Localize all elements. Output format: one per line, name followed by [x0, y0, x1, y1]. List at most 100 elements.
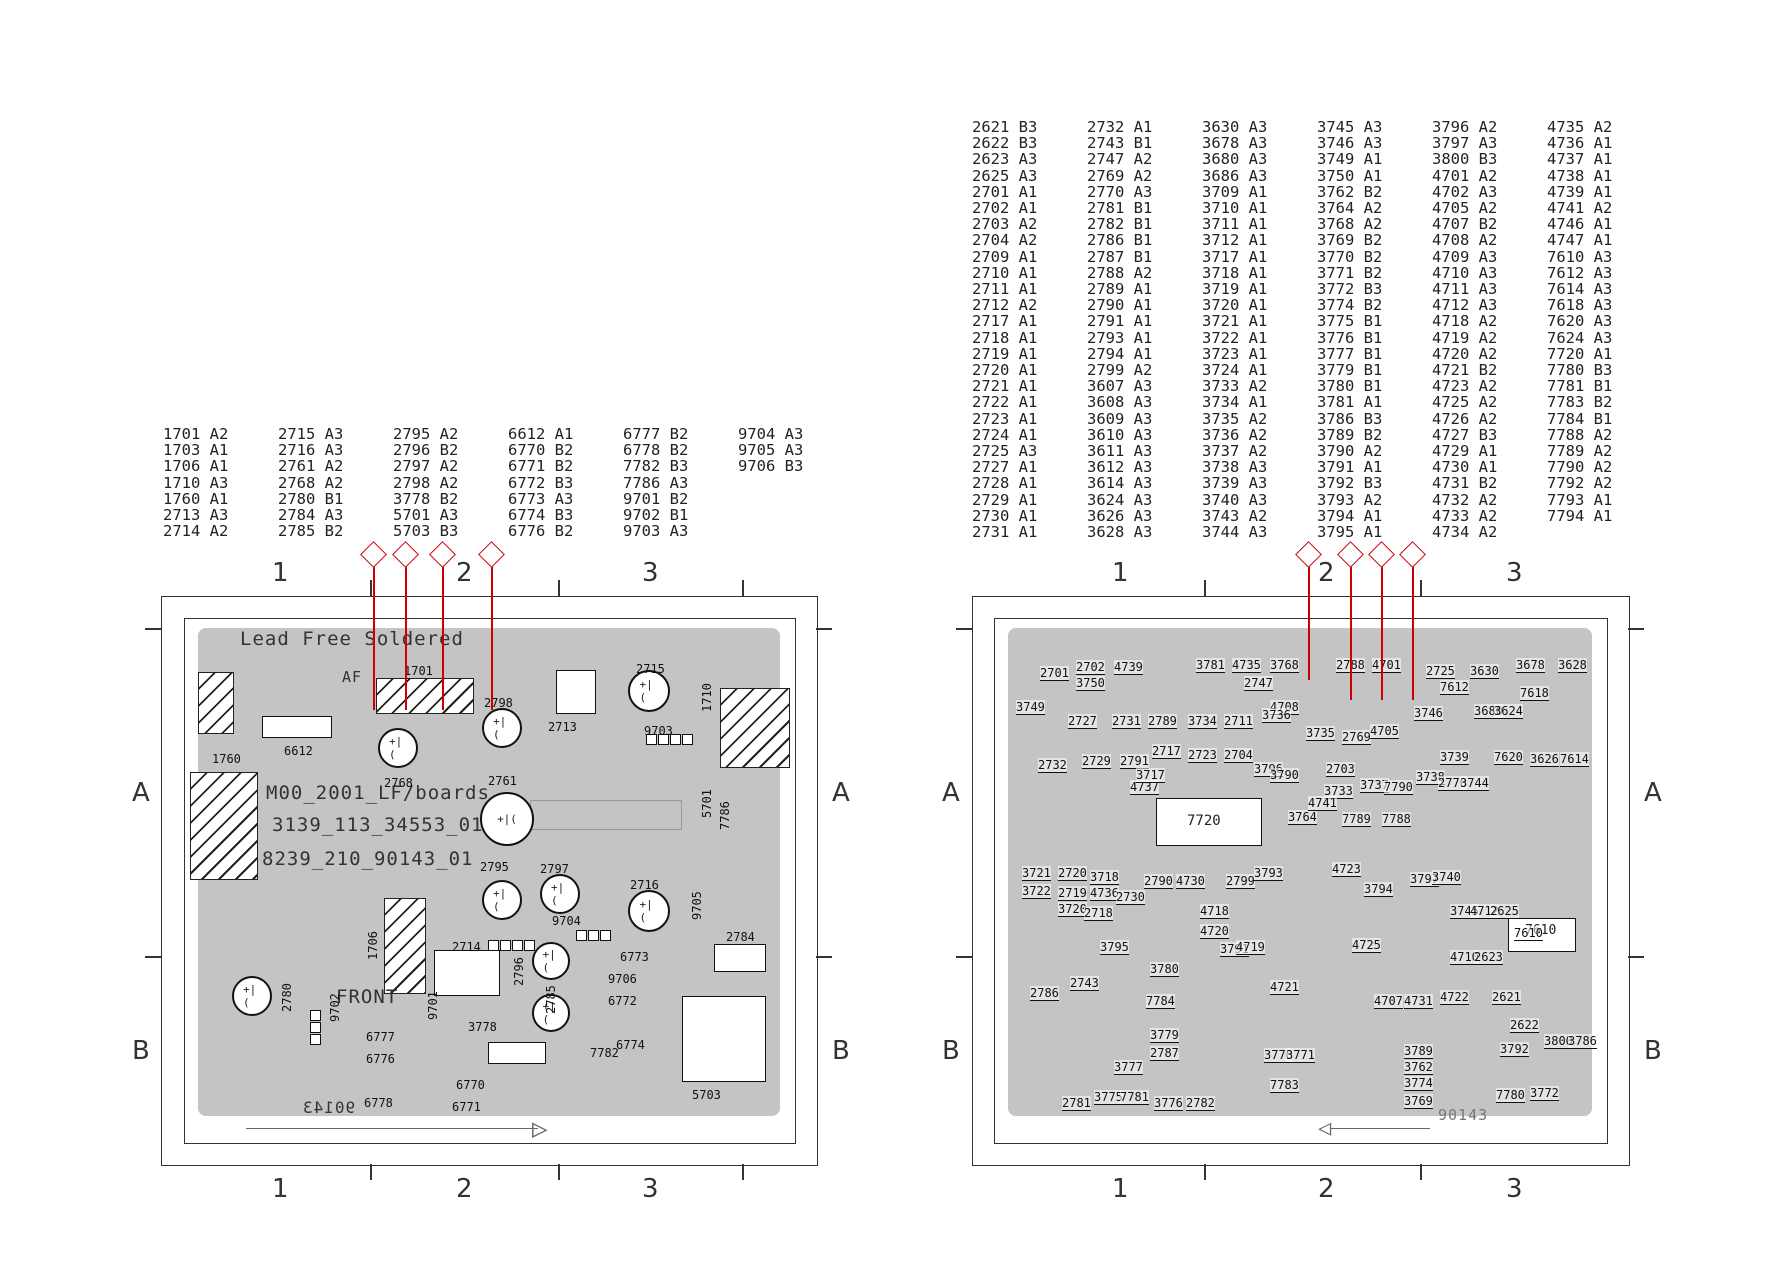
- component-label-4718: 4718: [1200, 904, 1229, 919]
- left-table-cell: 5701 A3: [393, 506, 459, 525]
- right-table-cell: 3739 A3: [1202, 474, 1268, 493]
- right-table-cell: 3719 A1: [1202, 280, 1268, 299]
- right-table-cell: 4738 A1: [1547, 166, 1613, 185]
- pad: [512, 940, 523, 951]
- left-row-a-left: A: [132, 778, 150, 808]
- component-label-7610: 7610: [1514, 926, 1543, 941]
- right-table-cell: 2731 A1: [972, 523, 1038, 542]
- right-table-cell: 3764 A2: [1317, 199, 1383, 218]
- component-label-2713: 2713: [548, 720, 577, 734]
- right-table-cell: 3711 A1: [1202, 215, 1268, 234]
- component-label-7788: 7788: [1382, 812, 1411, 827]
- component-label-3718: 3718: [1090, 870, 1119, 885]
- component-label-3737: 3737: [1360, 778, 1389, 793]
- component-label-7783: 7783: [1270, 1078, 1299, 1093]
- component-label-2731: 2731: [1112, 714, 1141, 729]
- left-table-cell: 2716 A3: [278, 441, 344, 460]
- left-table-cell: 2780 B1: [278, 489, 344, 508]
- right-table-cell: 3628 A3: [1087, 523, 1153, 542]
- component-label-2702: 2702: [1076, 660, 1105, 675]
- right-table-cell: 2719 A1: [972, 344, 1038, 363]
- pad: [646, 734, 657, 745]
- component-label-2621: 2621: [1492, 990, 1521, 1005]
- box-3778: [488, 1042, 546, 1064]
- right-table-cell: 2724 A1: [972, 425, 1038, 444]
- right-col-1-top: 1: [1112, 558, 1129, 588]
- right-table-cell: 4731 B2: [1432, 474, 1498, 493]
- probe-diamond: [429, 541, 456, 568]
- right-table-cell: 2717 A1: [972, 312, 1038, 331]
- component-label-2796: 2796: [512, 957, 526, 986]
- component-label-7789: 7789: [1342, 812, 1371, 827]
- left-table-cell: [738, 475, 853, 491]
- right-table-cell: 3792 B3: [1317, 474, 1383, 493]
- left-table-cell: 5703 B3: [393, 522, 459, 541]
- left-ic-body: [530, 800, 682, 830]
- component-label-3740: 3740: [1432, 870, 1461, 885]
- right-table-cell: 2786 B1: [1087, 231, 1153, 250]
- right-table-cell: 2711 A1: [972, 280, 1038, 299]
- right-table-cell: 3738 A3: [1202, 458, 1268, 477]
- left-col-1-bottom: 1: [272, 1174, 289, 1204]
- component-label-3750: 3750: [1076, 676, 1105, 691]
- right-table-cell: 2625 A3: [972, 166, 1038, 185]
- tick: [145, 628, 161, 630]
- left-table-cell: 9706 B3: [738, 457, 804, 476]
- component-label-3786: 3786: [1568, 1034, 1597, 1049]
- right-col-1-bottom: 1: [1112, 1174, 1129, 1204]
- left-table-cell: 6778 B2: [623, 441, 689, 460]
- right-table-cell: 2723 A1: [972, 409, 1038, 428]
- right-table-cell: 2789 A1: [1087, 280, 1153, 299]
- left-table-cell: 6612 A1: [508, 425, 574, 443]
- right-table-cell: 2704 A2: [972, 231, 1038, 250]
- component-label-3733: 3733: [1324, 784, 1353, 799]
- right-table-cell: 3717 A1: [1202, 247, 1268, 266]
- tick: [1204, 580, 1206, 596]
- right-table-cell: 4719 A2: [1432, 328, 1498, 347]
- right-table-cell: 4721 B2: [1432, 361, 1498, 380]
- tick: [1420, 580, 1422, 596]
- component-label-2715: 2715: [636, 662, 665, 676]
- box-2714: [434, 950, 500, 996]
- left-col-3-top: 3: [642, 558, 659, 588]
- right-table-cell: 3750 A1: [1317, 166, 1383, 185]
- left-table-cell: 2784 A3: [278, 506, 344, 525]
- left-table-cell: 6772 B3: [508, 473, 574, 492]
- left-board-arrow: [246, 1128, 538, 1129]
- component-label-2768: 2768: [384, 776, 413, 790]
- probe-line: [373, 560, 375, 710]
- right-table-cell: 3607 A3: [1087, 377, 1153, 396]
- component-label-2786: 2786: [1030, 986, 1059, 1001]
- component-label-3746: 3746: [1414, 706, 1443, 721]
- cap-2715: [628, 670, 670, 712]
- left-table-cell: 1701 A2: [163, 425, 229, 443]
- left-col-3-bottom: 3: [642, 1174, 659, 1204]
- component-label-2784: 2784: [726, 930, 755, 944]
- right-table-cell: 4741 A2: [1547, 199, 1613, 218]
- right-table-cell: 3770 B2: [1317, 247, 1383, 266]
- box-2784: [714, 944, 766, 972]
- component-label-3794: 3794: [1364, 882, 1393, 897]
- right-table-cell: 7788 A2: [1547, 425, 1613, 444]
- tick: [370, 580, 372, 596]
- right-table-cell: 3772 B3: [1317, 280, 1383, 299]
- right-table-cell: 3746 A3: [1317, 134, 1383, 153]
- left-table-cell: [738, 491, 853, 507]
- right-board-number: 90143: [1438, 1106, 1489, 1124]
- right-table-cell: 3744 A3: [1202, 523, 1268, 542]
- component-label-4719: 4719: [1236, 940, 1265, 955]
- right-table-cell: 2793 A1: [1087, 328, 1153, 347]
- component-label-7790: 7790: [1384, 780, 1413, 795]
- component-label-4705: 4705: [1370, 724, 1399, 739]
- component-label-2791: 2791: [1120, 754, 1149, 769]
